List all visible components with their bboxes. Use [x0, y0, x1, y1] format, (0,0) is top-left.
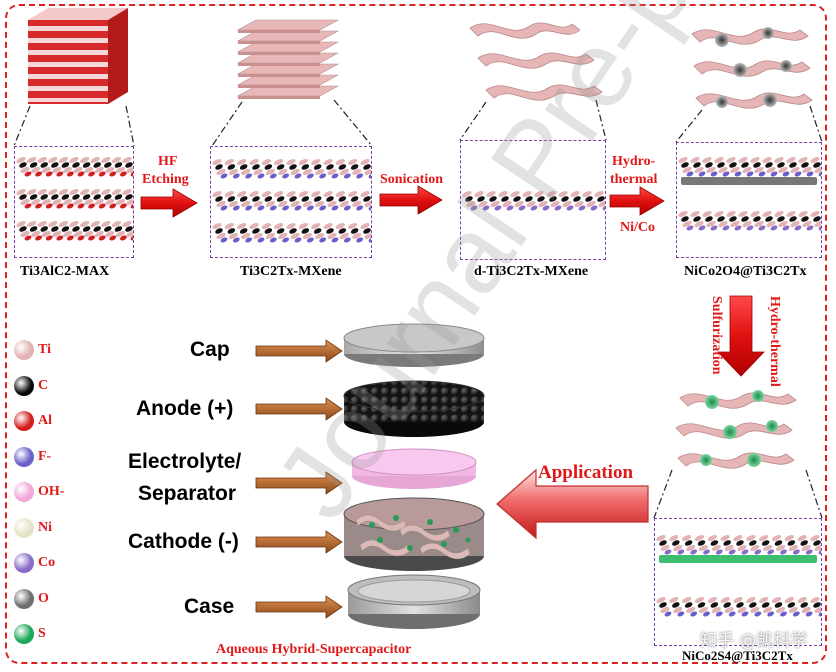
atomic-lattice	[462, 190, 610, 211]
zoom-lines	[13, 99, 823, 519]
anode-label: Anode (+)	[136, 397, 234, 420]
separator-label: Separator	[138, 482, 237, 505]
electrolyte-label: Electrolyte/	[128, 450, 242, 473]
cap-disc	[343, 323, 485, 367]
thermal-label: thermal	[610, 172, 658, 187]
stage-label-nico2s4: NiCo2S4@Ti3C2Tx	[682, 648, 793, 663]
case-label: Case	[184, 595, 235, 618]
legend-swatch-icon	[14, 553, 34, 573]
max-atomic-structure	[14, 146, 138, 258]
stage-label-mxene: Ti3C2Tx-MXene	[240, 264, 342, 279]
legend-label: OH-	[38, 484, 65, 499]
hydrothermal-vertical-label: Hydro-thermal	[767, 296, 782, 387]
legend-swatch-icon	[14, 340, 34, 360]
legend-swatch-icon	[14, 446, 34, 467]
nico2o4-sheets	[691, 27, 813, 109]
legend-swatch-icon	[14, 411, 34, 431]
device-title: Aqueous Hybrid-Supercapacitor	[216, 642, 412, 657]
atomic-lattice	[212, 158, 376, 243]
dmxene-atomic-structure	[460, 140, 610, 260]
cathode-disc	[343, 497, 485, 571]
max-stack-cube	[28, 8, 128, 104]
mxene-atomic-structure	[210, 146, 376, 258]
mxene-stack	[236, 19, 340, 99]
nico2s4-atomic-structure	[654, 518, 826, 646]
legend-swatch-icon	[14, 375, 34, 396]
atomic-lattice	[16, 156, 138, 241]
legend-label: F-	[38, 448, 52, 464]
legend-swatch-icon	[14, 624, 34, 644]
hf-label: HF	[158, 154, 178, 169]
sonication-label: Sonication	[380, 172, 444, 187]
etching-label: Etching	[142, 172, 189, 187]
cap-label: Cap	[190, 338, 230, 361]
legend-swatch-icon	[14, 482, 34, 502]
case-disc	[347, 574, 481, 629]
atomic-lattice	[656, 534, 826, 617]
sulfurization-label: Sulfurization	[709, 296, 724, 375]
nico2s4-sheets	[675, 390, 797, 469]
separator-disc	[351, 448, 477, 489]
nico2o4-atomic-structure	[676, 142, 826, 258]
legend-label: Co	[38, 555, 56, 570]
corner-mark: 知乎 @凯科学	[700, 631, 808, 651]
anode-disc	[343, 380, 485, 437]
delaminated-sheets	[469, 22, 603, 101]
hydro-label: Hydro-	[612, 154, 656, 169]
stage-label-max: Ti3AlC2-MAX	[20, 264, 110, 279]
atomic-lattice	[678, 156, 826, 231]
process-arrows	[140, 185, 765, 377]
legend-label: O	[38, 590, 49, 606]
nico-label: Ni/Co	[620, 220, 655, 235]
legend-label: Ti	[38, 342, 51, 357]
legend-label: Al	[38, 413, 52, 428]
legend-swatch-icon	[14, 517, 34, 538]
device-arrows	[255, 339, 343, 619]
stage-label-nico2o4: NiCo2O4@Ti3C2Tx	[684, 264, 807, 279]
legend-label: S	[38, 626, 46, 641]
legend-swatch-icon	[14, 588, 34, 609]
application-arrow	[496, 468, 649, 540]
application-label: Application	[538, 462, 634, 483]
legend-label: C	[38, 377, 49, 393]
cathode-label: Cathode (-)	[128, 530, 239, 553]
legend-label: Ni	[38, 519, 52, 535]
stage-label-dmxene: d-Ti3C2Tx-MXene	[474, 264, 589, 279]
dashed-border-frame	[5, 4, 827, 664]
